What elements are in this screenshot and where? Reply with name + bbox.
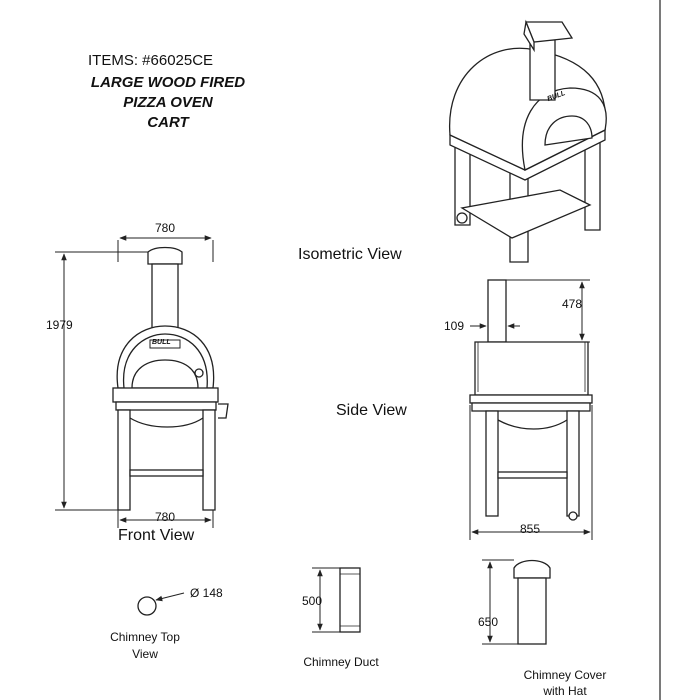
duct-dimensions	[312, 567, 340, 633]
isometric-view-label: Isometric View	[298, 246, 402, 263]
front-view-label: Front View	[118, 527, 195, 544]
side-view-label: Side View	[336, 402, 407, 419]
front-brand-plate	[149, 339, 181, 349]
front-brand-text: BULL	[152, 339, 171, 346]
dim-cover-height: 650	[478, 615, 499, 629]
title-line-3: CART	[147, 114, 189, 131]
chimney-duct-label: Chimney Duct	[303, 655, 379, 669]
dim-front-bottom-width: 780	[155, 510, 176, 524]
side-dimensions	[469, 279, 593, 540]
side-drawing	[469, 279, 593, 521]
dim-chimney-diameter: Ø 148	[190, 586, 223, 600]
dim-side-depth: 855	[520, 522, 541, 536]
isometric-drawing	[449, 19, 607, 263]
dim-side-chimney-width: 109	[444, 319, 465, 333]
dim-front-top-width: 780	[155, 221, 176, 235]
chimney-top-label-1: Chimney Top	[110, 630, 180, 644]
chimney-cover-label-1: Chimney Cover	[523, 668, 607, 682]
items-code: ITEMS: #66025CE	[88, 52, 214, 69]
chimney-top-label-2: View	[132, 647, 158, 661]
title-line-2: PIZZA OVEN	[123, 94, 213, 111]
dim-duct-height: 500	[302, 594, 323, 608]
front-drawing	[112, 246, 229, 511]
chimney-cover-label-2: with Hat	[543, 684, 587, 698]
chimney-cover-drawing	[513, 559, 551, 645]
title-line-1: LARGE WOOD FIRED	[90, 74, 246, 91]
dim-side-chimney-height: 478	[562, 297, 583, 311]
front-dimensions	[55, 235, 214, 528]
chimney-top-drawing	[137, 592, 185, 616]
chimney-duct-drawing	[339, 567, 361, 633]
dim-front-height: 1979	[46, 318, 73, 332]
cover-dimensions	[482, 559, 518, 645]
